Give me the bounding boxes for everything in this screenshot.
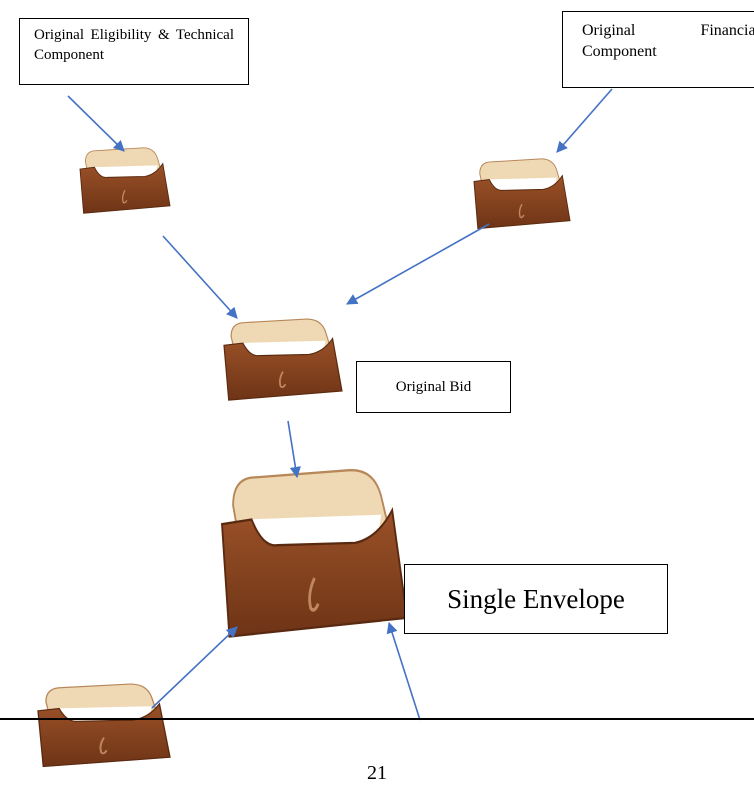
label-original-bid: Original Bid — [395, 378, 472, 395]
arrow — [287, 420, 301, 479]
envelope-icon — [223, 318, 343, 401]
label-single-envelope: Single Envelope — [447, 583, 625, 614]
arrow — [556, 88, 613, 153]
label-box-eligibility-technical: Original Eligibility & Technical Compone… — [19, 18, 249, 85]
arrow — [67, 95, 125, 152]
arrow — [346, 223, 490, 305]
arrow — [386, 621, 421, 721]
page-number: 21 — [367, 762, 387, 784]
label-box-financial: Original Financial Component — [562, 11, 754, 88]
arrow — [151, 626, 238, 709]
envelope-icon — [473, 158, 571, 230]
footer-rule — [0, 718, 754, 720]
label-eligibility-technical: Original Eligibility & Technical Compone… — [34, 27, 234, 63]
envelope-icon — [79, 147, 171, 214]
envelope-icon — [37, 683, 171, 768]
arrow — [162, 235, 238, 319]
envelope-icon — [220, 468, 409, 639]
label-box-single-envelope: Single Envelope — [404, 564, 668, 634]
label-box-original-bid: Original Bid — [356, 361, 511, 413]
label-financial: Original Financial Component — [582, 22, 754, 60]
